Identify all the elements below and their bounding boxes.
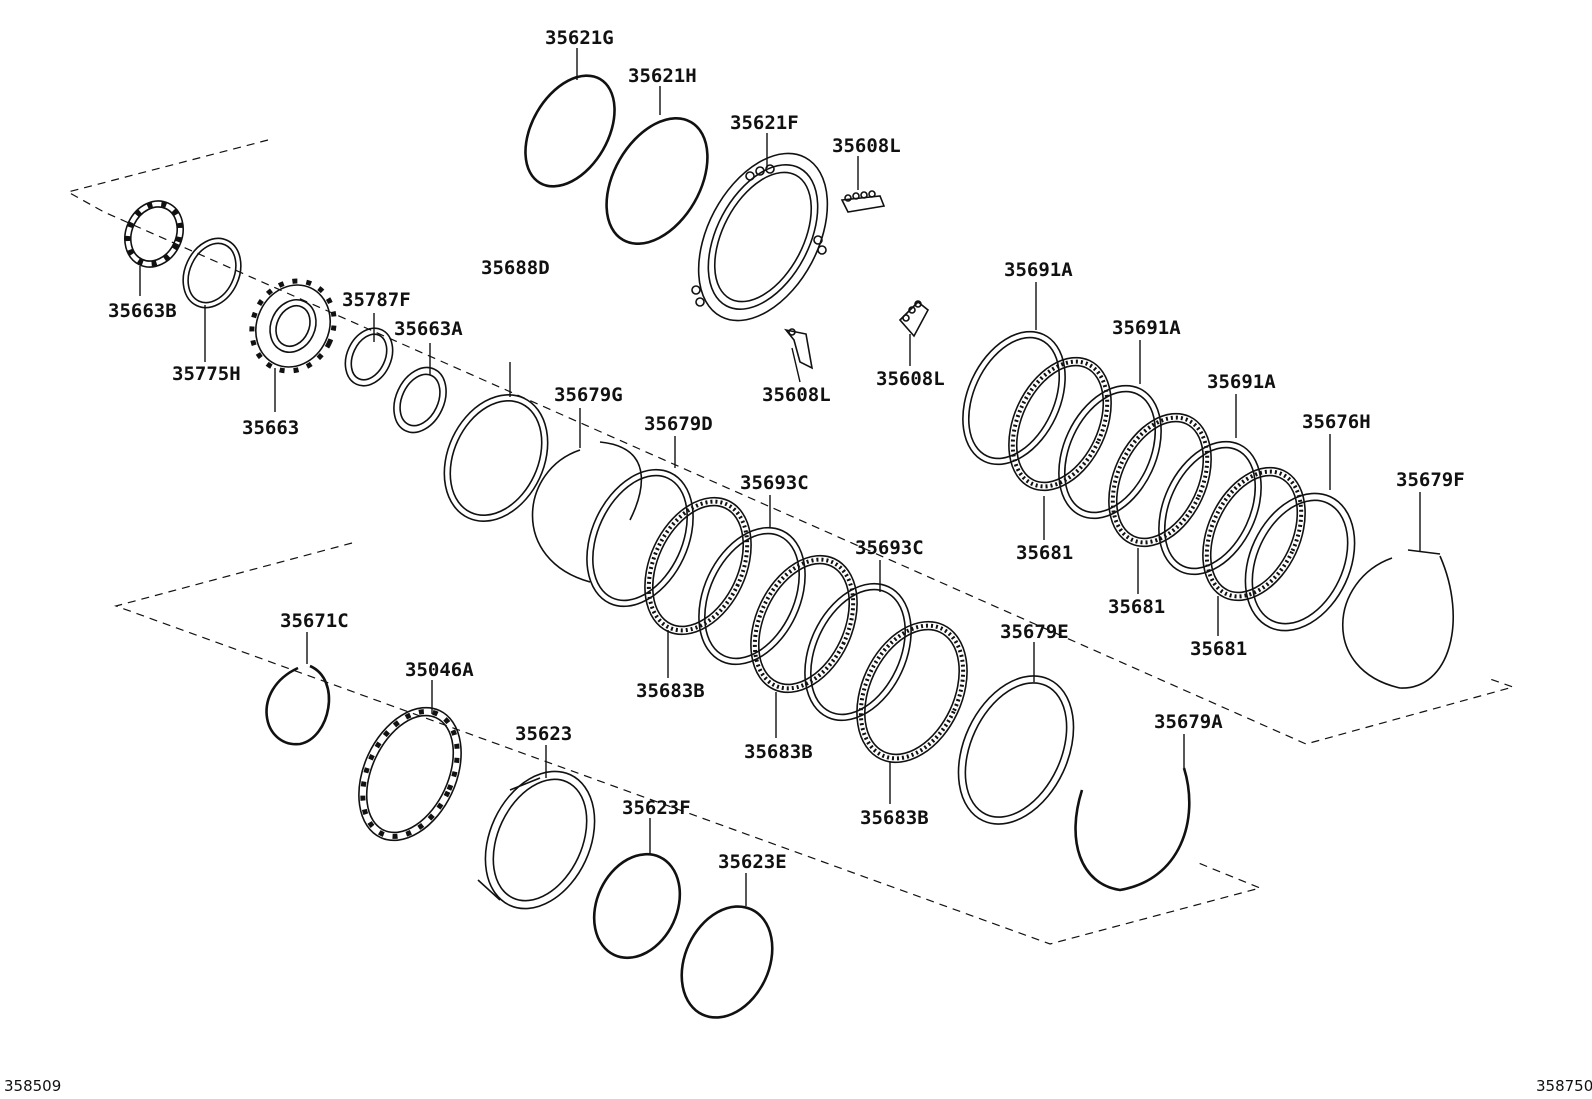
code-left: 358509 [4,1077,61,1095]
o-ring-35621h [605,117,709,245]
label-35608l-mid-a: 35608L [762,384,831,406]
hub-35663 [249,278,337,374]
label-35679a: 35679A [1154,711,1223,733]
label-35691a-1: 35691A [1004,259,1073,281]
ring-35688d [443,394,549,522]
label-35621f: 35621F [730,112,799,134]
label-35683b-1: 35683B [636,680,705,702]
label-35693c-1: 35693C [740,472,809,494]
label-35775h: 35775H [172,363,241,385]
disc-35681-1 [1008,356,1112,492]
label-35623e: 35623E [718,851,787,873]
label-35621g: 35621G [545,27,614,49]
plate-35691a-2 [1058,384,1162,520]
snap-ring-35679f [1341,549,1454,689]
label-35688d: 35688D [481,257,550,279]
label-35681-1: 35681 [1016,542,1073,564]
disc-35683b-3 [856,620,968,764]
lower-group-outline [113,542,1262,945]
label-35621h: 35621H [628,65,697,87]
snap-ring-35679g [531,441,643,583]
label-35623f: 35623F [622,797,691,819]
piston-35623 [477,770,596,910]
label-35693c-2: 35693C [855,537,924,559]
snap-ring-35679a [1074,767,1191,892]
spring-35608l-top [840,190,886,213]
label-35663b: 35663B [108,300,177,322]
label-35681-3: 35681 [1190,638,1247,660]
code-right: 358750 [1536,1077,1592,1095]
plate-35693c-1 [698,526,806,666]
spring-35608l-mid-b [898,300,930,338]
plate-35676h [1244,492,1356,632]
label-35679f: 35679F [1396,469,1465,491]
o-ring-35621g [524,74,616,188]
disc-35683b-2 [750,554,858,694]
disc-35681-2 [1108,412,1212,548]
label-35681-2: 35681 [1108,596,1165,618]
label-35608l-top: 35608L [832,135,901,157]
washer-35787f [344,327,394,387]
plate-35691a-3 [1158,440,1262,576]
plate-35679e [957,675,1075,825]
label-35623: 35623 [515,723,572,745]
plate-35691a-1 [962,330,1066,466]
upper-group-outline [66,139,1516,745]
label-35679e: 35679E [1000,621,1069,643]
bearing-35663b [124,200,184,268]
bearing-35663a [393,366,447,434]
label-35663: 35663 [242,417,299,439]
label-35671c: 35671C [280,610,349,632]
label-35608l-mid-b: 35608L [876,368,945,390]
snap-ring-35671c [265,664,331,746]
plate-35693c-2 [804,582,912,722]
plate-35679d [586,468,694,608]
piston-35621f [691,152,829,322]
label-35691a-3: 35691A [1207,371,1276,393]
label-35679d: 35679D [644,413,713,435]
o-ring-35623f [592,852,682,960]
race-35775h [182,237,242,309]
cylinder-35046a [358,706,462,842]
label-35663a: 35663A [394,318,463,340]
label-35679g: 35679G [554,384,623,406]
label-35676h: 35676H [1302,411,1371,433]
disc-35683b-1 [644,496,752,636]
spring-35608l-mid-a [784,328,814,370]
label-35046a: 35046A [405,659,474,681]
label-35683b-2: 35683B [744,741,813,763]
label-35787f: 35787F [342,289,411,311]
o-ring-35623e [680,905,774,1019]
label-35691a-2: 35691A [1112,317,1181,339]
label-35683b-3: 35683B [860,807,929,829]
